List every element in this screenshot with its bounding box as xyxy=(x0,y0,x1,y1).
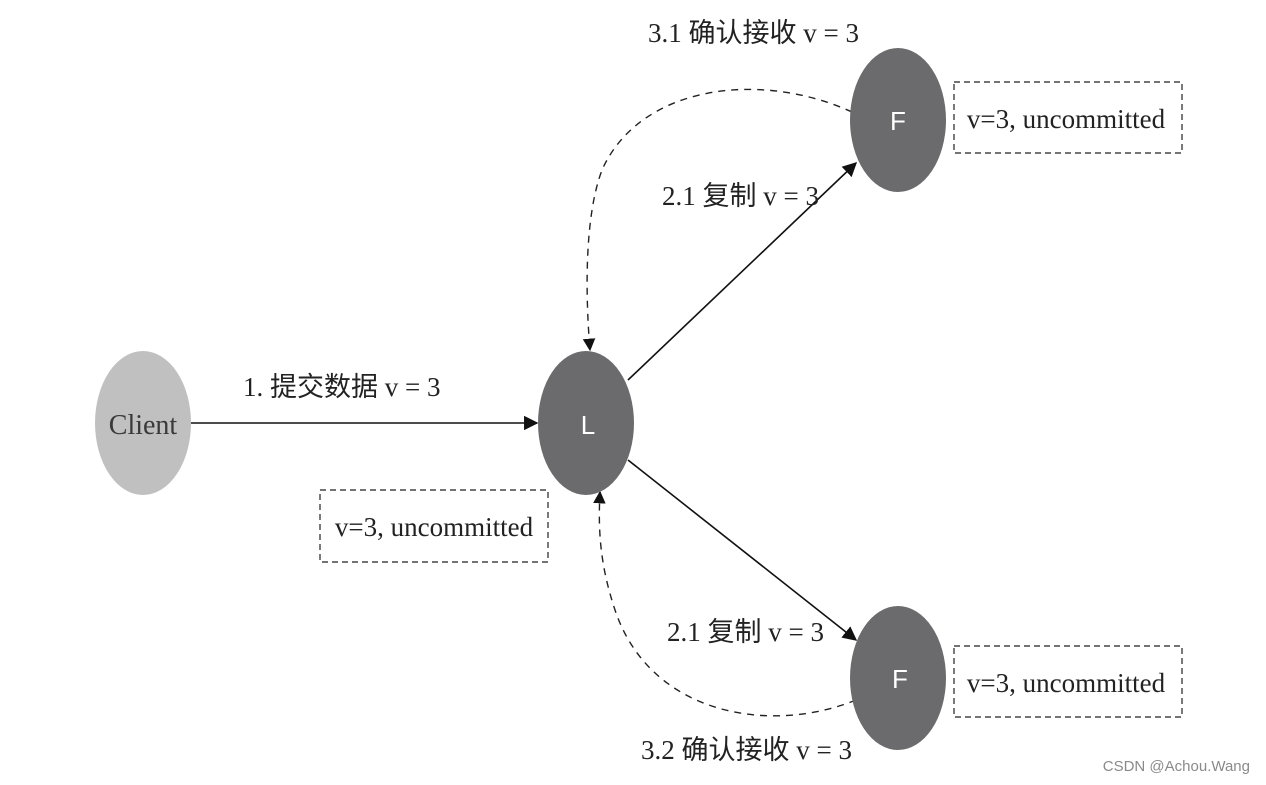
follower-bottom-circle xyxy=(850,606,946,750)
follower-top-circle xyxy=(850,48,946,192)
submit-label: 1. 提交数据 v = 3 xyxy=(243,372,440,402)
watermark: CSDN @Achou.Wang xyxy=(1102,758,1250,775)
follower-bottom-status-box: v=3, uncommitted xyxy=(953,645,1183,718)
leader-node: L xyxy=(538,351,634,495)
follower-bottom-status-text: v=3, uncommitted xyxy=(967,668,1166,698)
follower-bottom-node: F xyxy=(850,606,946,750)
follower-top-node: F xyxy=(850,48,946,192)
client-label: Client xyxy=(109,410,178,441)
leader-circle xyxy=(538,351,634,495)
ack-bottom-arrow xyxy=(593,490,857,717)
client-node: Client xyxy=(95,351,191,495)
follower-top-status-box: v=3, uncommitted xyxy=(953,81,1183,154)
leader-label: L xyxy=(581,410,595,440)
client-circle xyxy=(95,351,191,495)
ack-bottom-label: 3.2 确认接收 v = 3 xyxy=(641,735,852,765)
follower-top-status-text: v=3, uncommitted xyxy=(967,104,1166,134)
ack-top-label: 3.1 确认接收 v = 3 xyxy=(648,18,859,48)
follower-bottom-status-frame xyxy=(953,645,1183,718)
replicate-top-label: 2.1 复制 v = 3 xyxy=(662,181,819,211)
follower-top-label: F xyxy=(890,106,906,136)
replicate-bottom-arrow xyxy=(627,459,858,641)
follower-top-status-frame xyxy=(953,81,1183,154)
leader-status-text: v=3, uncommitted xyxy=(335,512,534,542)
leader-status-box: v=3, uncommitted xyxy=(319,489,549,563)
leader-status-frame xyxy=(319,489,549,563)
ack-top-arrow xyxy=(582,88,853,352)
replicate-top-arrow xyxy=(627,162,858,381)
replicate-bottom-label: 2.1 复制 v = 3 xyxy=(667,617,824,647)
follower-bottom-label: F xyxy=(892,664,908,694)
